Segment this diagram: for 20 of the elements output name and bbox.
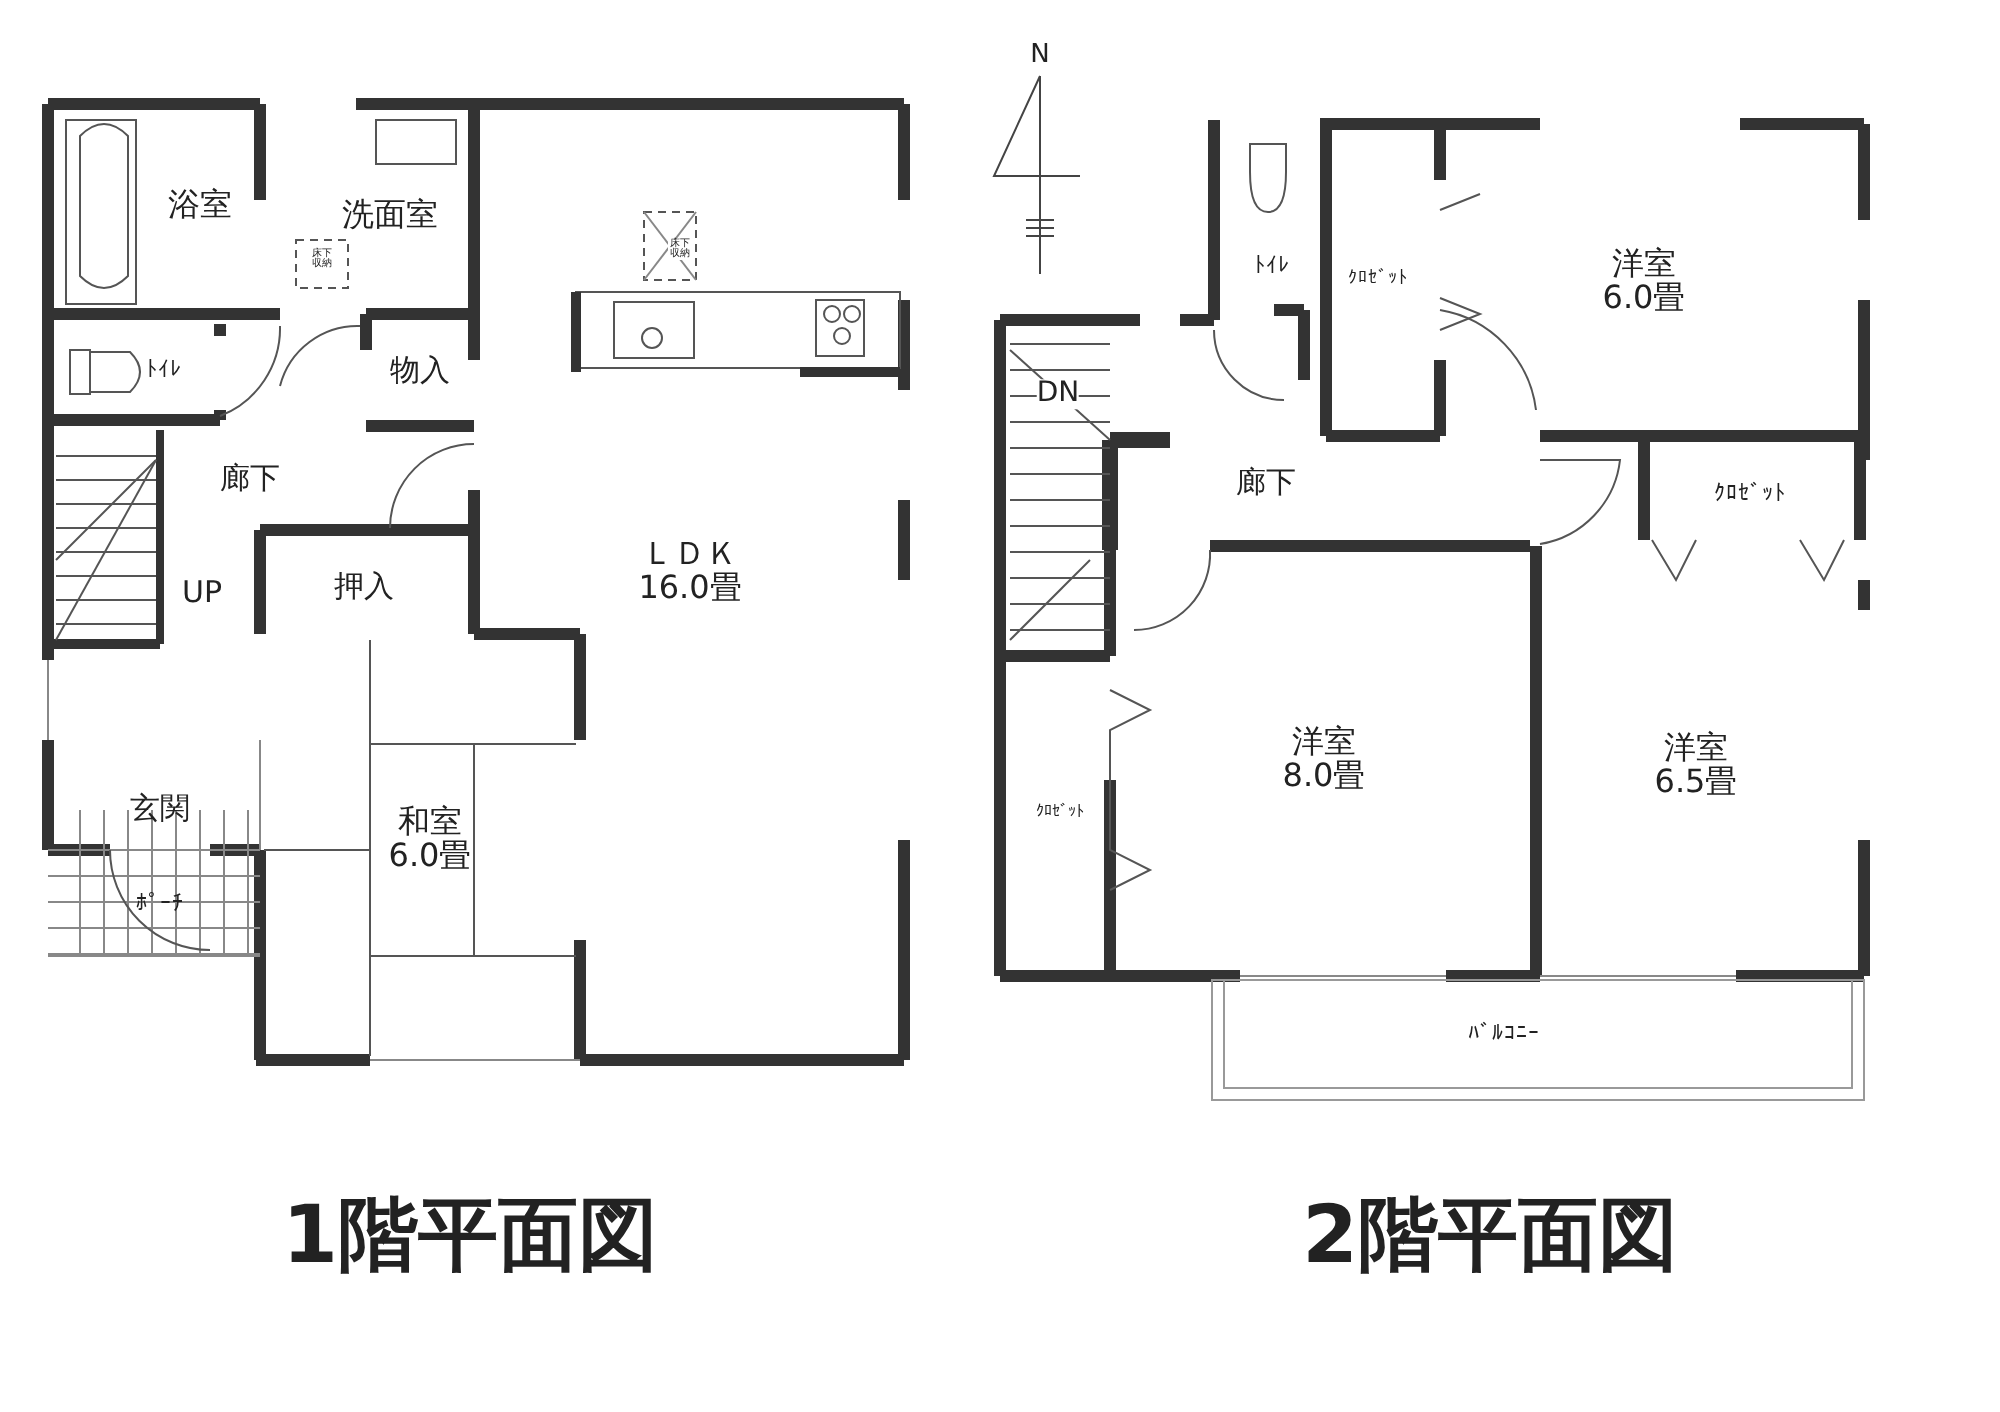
room-label: ﾊﾞﾙｺﾆｰ [1468, 1022, 1540, 1046]
room-label: ＬＤＫ 16.0畳 [638, 538, 742, 606]
room-label: 押入 [334, 572, 394, 604]
room-label: ﾄｲﾚ [146, 358, 182, 382]
room-label: 物入 [390, 356, 450, 388]
room-label: 玄関 [130, 794, 190, 826]
room-label: ﾄｲﾚ [1254, 254, 1290, 278]
room-label: 廊下 [1236, 468, 1296, 500]
room-label: ｸﾛｾﾞｯﾄ [1348, 270, 1408, 290]
room-label: 洋室 8.0畳 [1282, 726, 1366, 794]
room-label: ﾎﾟｰﾁ [136, 892, 184, 916]
room-label: ｸﾛｾﾞｯﾄ [1036, 803, 1084, 821]
room-label: 洗面室 [342, 199, 438, 233]
room-label: 洋室 6.5畳 [1654, 732, 1738, 800]
room-label: 廊下 [220, 464, 280, 496]
room-label: ｸﾛｾﾞｯﾄ [1714, 482, 1786, 506]
plan-label: DN [1036, 379, 1080, 409]
room-label: 浴室 [168, 189, 232, 223]
room-label: 和室 6.0畳 [388, 806, 472, 874]
room-label: 洋室 6.0畳 [1602, 248, 1686, 316]
